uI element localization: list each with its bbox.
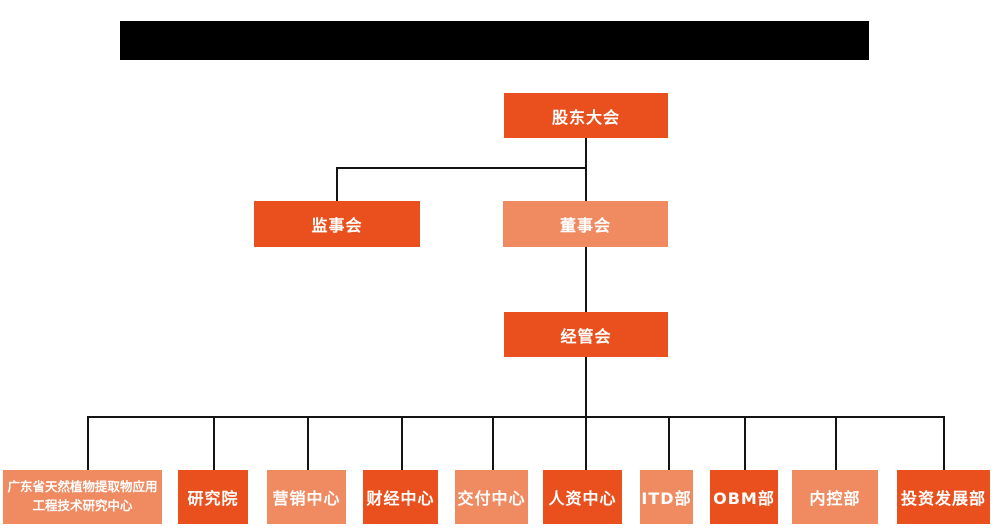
- connector-drop-investment-development-dept: [943, 416, 945, 470]
- connector-drop-marketing-center: [307, 416, 309, 470]
- connector-branch-horizontal: [336, 167, 587, 169]
- org-node-supervisory-board: 监事会: [254, 201, 420, 247]
- connector-drop-research-institute: [213, 416, 215, 470]
- org-node-research-center: 广东省天然植物提取物应用工程技术研究中心: [3, 470, 162, 524]
- connector-bus-horizontal: [87, 416, 945, 418]
- org-node-management-committee: 经管会: [504, 312, 668, 357]
- org-node-shareholders-meeting: 股东大会: [504, 93, 668, 138]
- connector-supervisory-drop: [336, 167, 338, 202]
- connector-root-down: [585, 138, 587, 202]
- org-node-delivery-center: 交付中心: [455, 470, 528, 524]
- connector-board-to-management: [585, 247, 587, 313]
- org-node-finance-center: 财经中心: [363, 470, 438, 524]
- connector-drop-research-center: [87, 416, 89, 470]
- connector-drop-internal-control-dept: [835, 416, 837, 470]
- org-node-marketing-center: 营销中心: [267, 470, 346, 524]
- connector-drop-itd-dept: [668, 416, 670, 470]
- connector-drop-finance-center: [401, 416, 403, 470]
- connector-drop-obm-dept: [744, 416, 746, 470]
- org-node-hr-center: 人资中心: [543, 470, 622, 524]
- org-node-investment-development-dept: 投资发展部: [897, 470, 990, 524]
- redacted-title-bar: [120, 21, 869, 60]
- org-node-internal-control-dept: 内控部: [792, 470, 878, 524]
- org-node-obm-dept: OBM部: [710, 470, 778, 524]
- org-node-board-of-directors: 董事会: [503, 201, 668, 247]
- connector-drop-delivery-center: [492, 416, 494, 470]
- org-node-research-institute: 研究院: [178, 470, 248, 524]
- org-node-itd-dept: ITD部: [640, 470, 693, 524]
- connector-management-to-bus: [585, 357, 587, 470]
